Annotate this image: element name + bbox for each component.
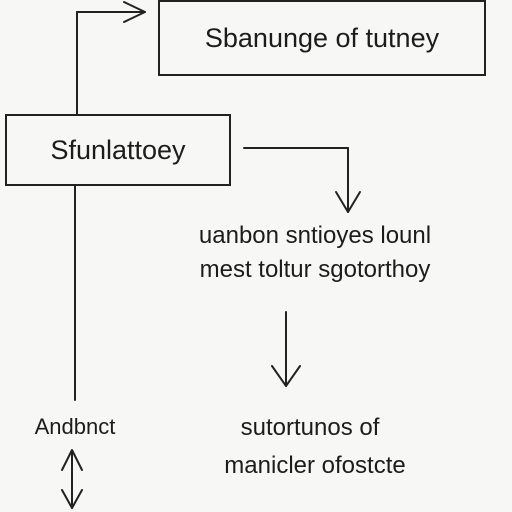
- middle-text-line-2: mest toltur sgotorthoy: [199, 256, 431, 283]
- left-box-label: Sfunlattoey: [50, 134, 186, 165]
- arrowhead-bottom-left-down: [61, 489, 83, 509]
- bottom-right-text-line-2: manicler ofostcte: [224, 452, 406, 479]
- middle-text-line-1: uanbon sntioyes lounl: [198, 222, 432, 249]
- arrowhead-top-box: [123, 1, 146, 23]
- bottom-left-text: Andbnct: [34, 414, 116, 439]
- bottom-right-text-line-1: sutortunos of: [240, 414, 380, 441]
- arrowhead-bottom-left-up: [61, 449, 83, 471]
- arrowhead-bottom-right: [271, 365, 301, 387]
- top-box: Sbanunge of tutney: [158, 0, 486, 76]
- left-box: Sfunlattoey: [5, 114, 231, 186]
- top-box-label: Sbanunge of tutney: [204, 22, 440, 53]
- arrowhead-middle-text: [335, 191, 361, 213]
